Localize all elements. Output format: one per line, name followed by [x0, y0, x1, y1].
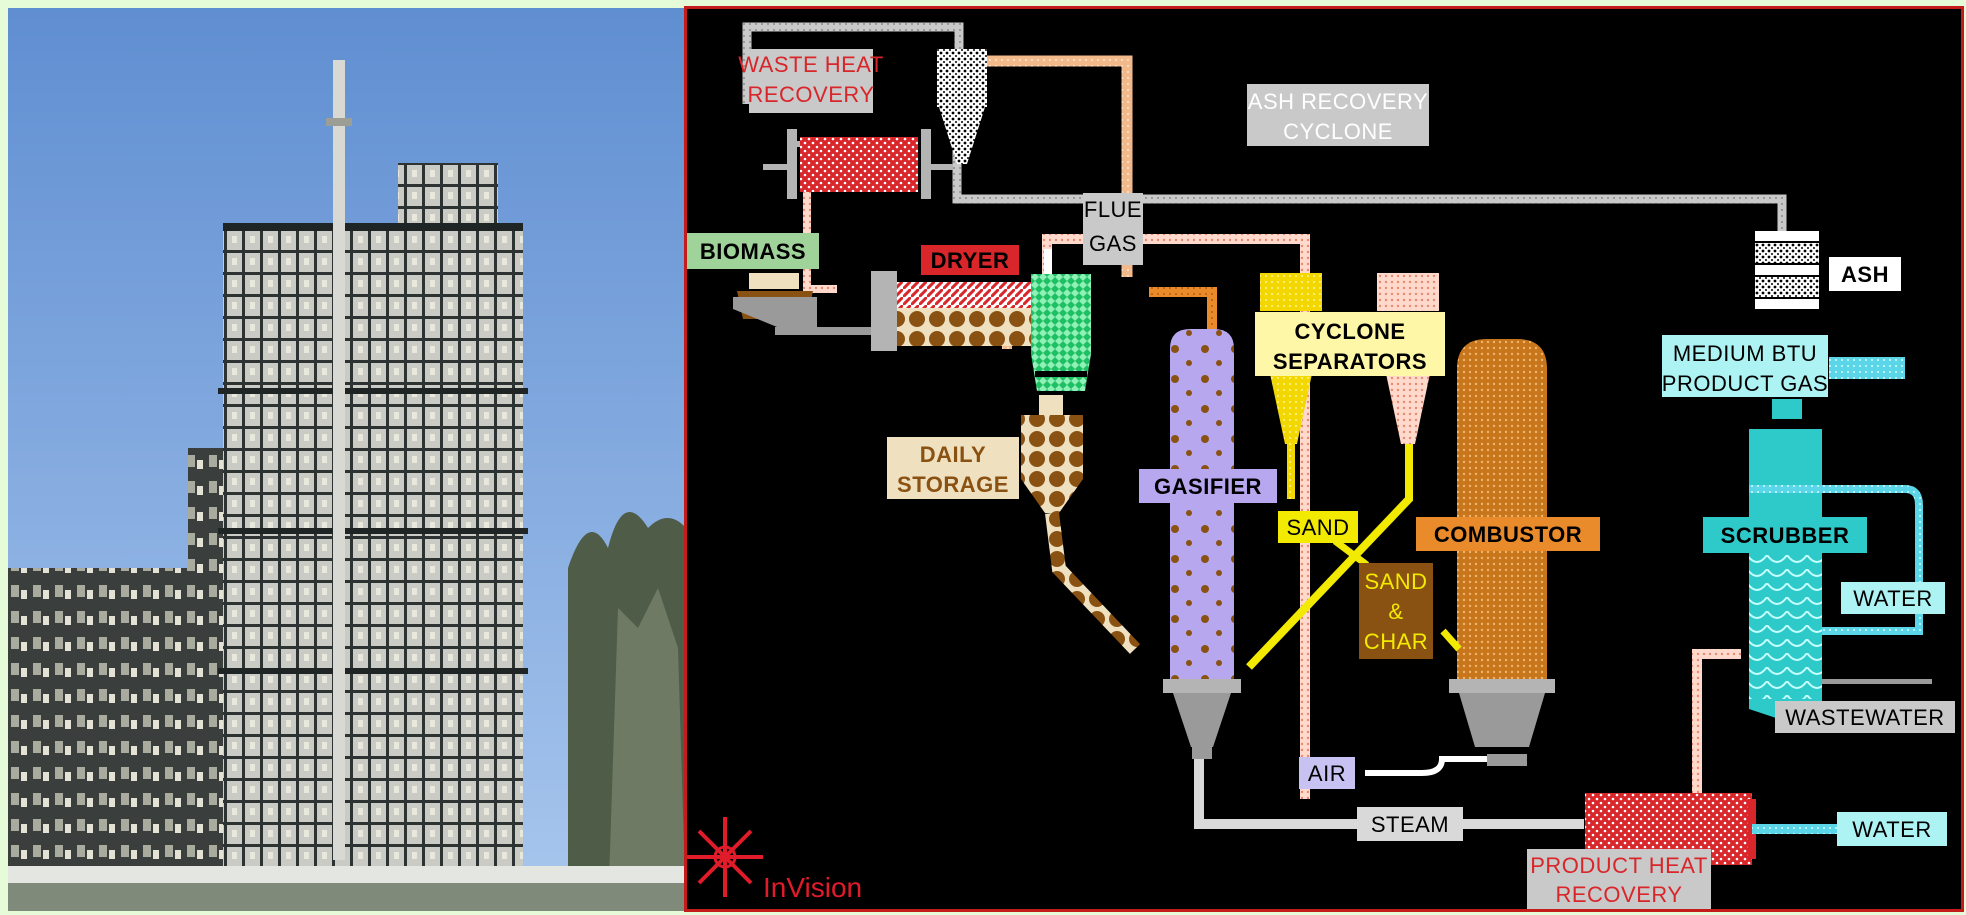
combustor-vessel — [1449, 339, 1555, 766]
label-combustor: COMBUSTOR — [1416, 517, 1600, 551]
label-steam: STEAM — [1357, 807, 1463, 841]
label-scrubber: SCRUBBER — [1703, 517, 1867, 553]
product-heat-line1: PRODUCT HEAT — [1530, 853, 1708, 878]
ash-cyclone-line2: CYCLONE — [1283, 119, 1393, 144]
waste-heat-line2: RECOVERY — [747, 82, 874, 107]
label-wastewater: WASTEWATER — [1775, 701, 1955, 733]
ash-recovery-cyclone — [937, 49, 987, 164]
invision-logo: InVision — [687, 817, 862, 903]
waste-heat-pipe — [742, 22, 964, 104]
label-water-top: WATER — [1841, 582, 1945, 614]
flue-gas-line2: GAS — [1089, 231, 1137, 256]
product-heat-line2: RECOVERY — [1555, 882, 1682, 907]
label-air: AIR — [1299, 757, 1355, 789]
label-daily-storage: DAILY STORAGE — [887, 437, 1019, 499]
ash-bin — [1755, 231, 1819, 309]
combustor-text: COMBUSTOR — [1434, 522, 1582, 547]
sand-text: SAND — [1286, 515, 1349, 540]
sand-char-line3: CHAR — [1364, 629, 1428, 654]
daily-storage-line2: STORAGE — [897, 472, 1009, 497]
gasification-process-diagram: WASTE HEAT RECOVERY ASH RECOVERY CYCLONE… — [684, 6, 1964, 912]
cyclone-separator-orange — [1246, 273, 1439, 670]
product-gas-line2: PRODUCT GAS — [1662, 371, 1828, 396]
label-gasifier: GASIFIER — [1139, 469, 1277, 503]
process-diagram-canvas: WASTE HEAT RECOVERY ASH RECOVERY CYCLONE… — [687, 9, 1961, 909]
waste-heat-exchanger — [763, 129, 953, 199]
separator-to-combustor-pipe — [1149, 287, 1217, 344]
sand-char-line2: & — [1388, 599, 1403, 624]
scrubber-text: SCRUBBER — [1721, 523, 1850, 548]
ash-text: ASH — [1841, 262, 1889, 287]
air-text: AIR — [1308, 761, 1346, 786]
ash-cyclone-line1: ASH RECOVERY — [1248, 89, 1428, 114]
label-sand: SAND — [1278, 511, 1358, 543]
label-waste-heat-recovery: WASTE HEAT RECOVERY — [738, 49, 884, 113]
wastewater-text: WASTEWATER — [1785, 705, 1944, 730]
label-cyclone-separators: CYCLONE SEPARATORS — [1255, 312, 1445, 376]
brand-text: InVision — [763, 872, 862, 903]
plant-photo-image — [8, 8, 686, 911]
gasifier-vessel — [1163, 329, 1241, 759]
flue-gas-pipe — [803, 169, 837, 293]
daily-storage-line1: DAILY — [920, 442, 986, 467]
product-gas-outlet — [1829, 357, 1905, 379]
sand-char-line — [1332, 538, 1370, 568]
plant-photo — [8, 8, 686, 911]
water-recirculation-pipe — [1749, 485, 1923, 635]
dryer — [871, 271, 1037, 351]
daily-storage-hopper — [1021, 395, 1141, 654]
label-flue-gas: FLUE GAS — [1083, 193, 1143, 265]
dryer-text: DRYER — [931, 248, 1010, 273]
label-water-bottom: WATER — [1837, 812, 1947, 846]
air-pipe — [1365, 756, 1487, 776]
biomass-hopper — [733, 273, 895, 335]
product-gas-line1: MEDIUM BTU — [1673, 341, 1817, 366]
ash-pipe — [952, 139, 1787, 231]
gasifier-text: GASIFIER — [1154, 474, 1262, 499]
label-product-heat-recovery: PRODUCT HEAT RECOVERY — [1527, 849, 1711, 909]
label-sand-and-char: SAND & CHAR — [1359, 563, 1433, 659]
flue-gas-filter — [1031, 249, 1091, 391]
cyclone-separator-yellow — [1260, 273, 1322, 499]
label-medium-btu-product-gas: MEDIUM BTU PRODUCT GAS — [1662, 335, 1828, 397]
label-biomass: BIOMASS — [687, 233, 819, 269]
separators-line1: CYCLONE — [1294, 319, 1405, 344]
steam-text: STEAM — [1371, 812, 1449, 837]
sand-char-line1: SAND — [1364, 569, 1427, 594]
label-ash: ASH — [1829, 257, 1901, 291]
water-bottom-text: WATER — [1852, 817, 1932, 842]
flue-gas-line1: FLUE — [1084, 197, 1142, 222]
water-top-text: WATER — [1853, 586, 1933, 611]
char-return-line — [1440, 628, 1462, 652]
label-dryer: DRYER — [921, 245, 1019, 275]
biomass-text: BIOMASS — [700, 239, 806, 264]
label-ash-recovery-cyclone: ASH RECOVERY CYCLONE — [1247, 84, 1429, 146]
exchanger-to-scrubber-pipe — [1692, 649, 1741, 793]
separators-line2: SEPARATORS — [1273, 349, 1427, 374]
waste-heat-line1: WASTE HEAT — [738, 52, 884, 77]
